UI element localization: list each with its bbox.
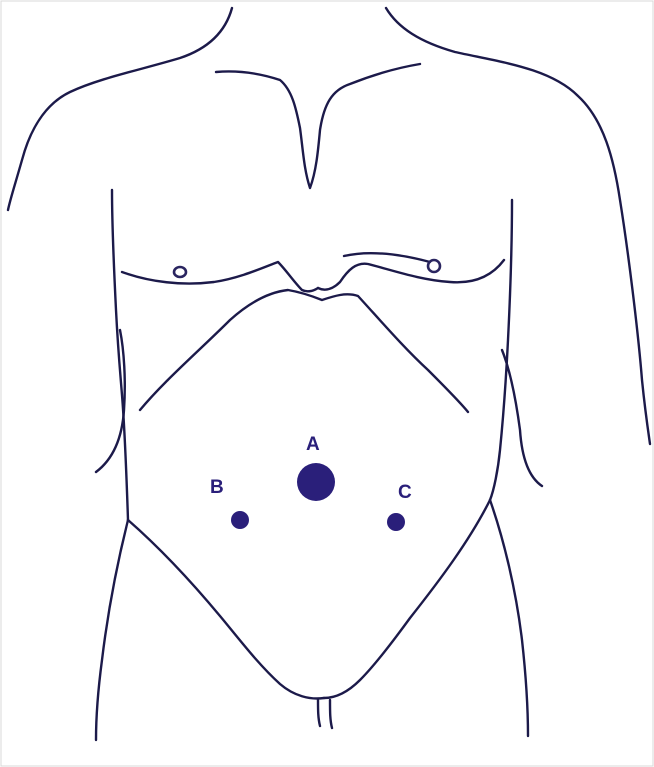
- port-c-label: C: [398, 482, 412, 503]
- port-b-marker: [231, 511, 249, 529]
- port-b-label: B: [210, 477, 224, 498]
- port-a-label: A: [306, 434, 320, 455]
- port-a-marker: [297, 463, 335, 501]
- port-c-marker: [387, 513, 405, 531]
